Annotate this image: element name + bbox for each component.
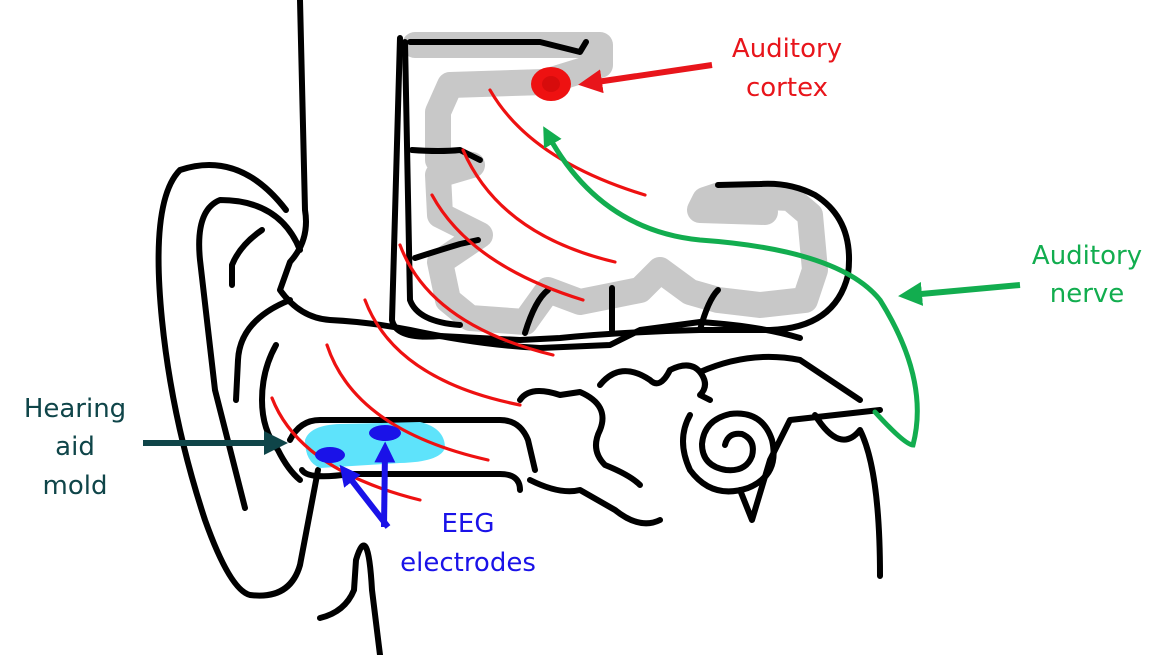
- auditory-nerve-line-2: nerve: [1050, 279, 1125, 309]
- hearing-aid-mold-line-2: aid: [55, 432, 95, 462]
- blue-ellipse-icon: [315, 447, 345, 463]
- hearing-aid-mold-line-3: mold: [43, 471, 108, 501]
- auditory-nerve-line-1: Auditory: [1032, 241, 1142, 271]
- red-dot-core: [542, 76, 560, 92]
- ear-outline: [159, 165, 380, 655]
- auditory-cortex-label: Auditory cortex: [732, 34, 842, 103]
- auditory-cortex-line-1: Auditory: [732, 34, 842, 64]
- electrode-arrow-right: [384, 452, 385, 527]
- hearing-aid-mold-line-1: Hearing: [24, 394, 126, 424]
- hearing-aid-mold-label: Hearing aid mold: [24, 394, 126, 501]
- cochlea-spiral: [683, 414, 774, 492]
- blue-ellipse-icon: [369, 425, 401, 441]
- nerve-arrow: [910, 285, 1020, 295]
- auditory-nerve-label: Auditory nerve: [1032, 241, 1142, 309]
- eeg-electrodes-line-2: electrodes: [400, 548, 536, 578]
- eeg-electrodes-line-1: EEG: [441, 509, 494, 539]
- inner-ear-outline: [520, 357, 880, 576]
- auditory-cortex-line-2: cortex: [746, 73, 828, 103]
- eeg-electrodes-label: EEG electrodes: [400, 509, 536, 578]
